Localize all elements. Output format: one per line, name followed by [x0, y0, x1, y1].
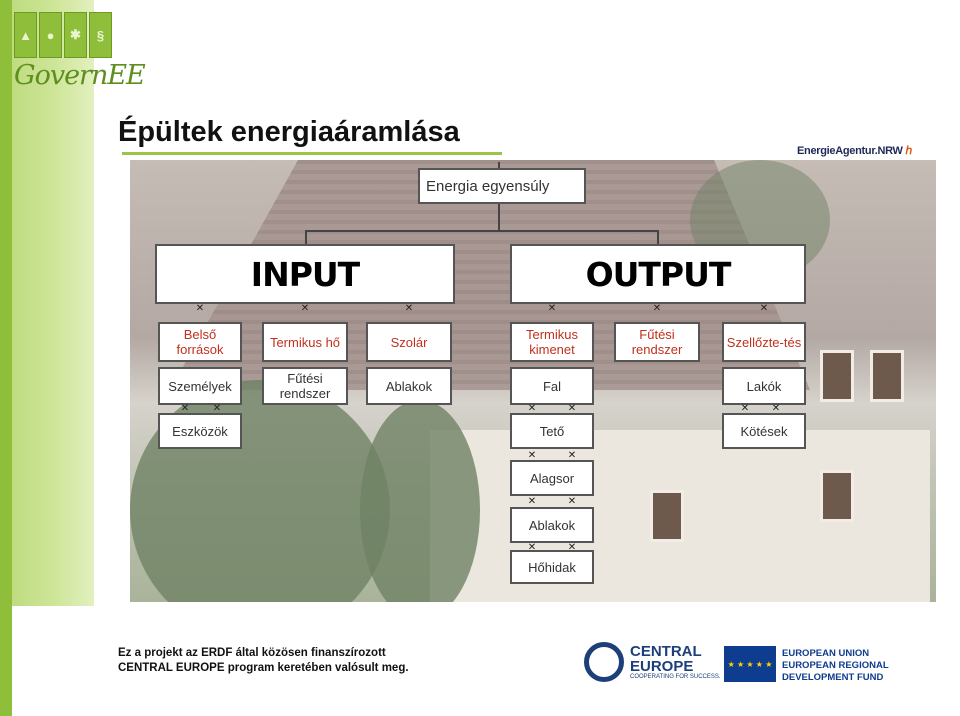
- box-szemelyek: Személyek: [158, 367, 242, 405]
- window-shape: [870, 350, 904, 402]
- sidebar-band: [0, 0, 94, 716]
- hinge-mark: ✕: [740, 403, 750, 414]
- box-teto: Tető: [510, 413, 594, 449]
- box-belso-forrasok: Belső források: [158, 322, 242, 362]
- box-label: Szolár: [390, 334, 428, 350]
- box-ablakok-input: Ablakok: [366, 367, 452, 405]
- hinge-mark: ✕: [567, 542, 577, 553]
- central-europe-logo: CENTRAL EUROPE COOPERATING FOR SUCCESS.: [584, 642, 721, 682]
- funding-line-2: CENTRAL EUROPE program keretében valósul…: [118, 662, 409, 674]
- hinge-mark: ✕: [212, 403, 222, 414]
- box-label: Kötések: [740, 423, 788, 439]
- hinge-mark: ✕: [195, 303, 205, 314]
- eu-line-1: EUROPEAN UNION: [782, 648, 870, 659]
- box-label: Szellőzte-tés: [726, 334, 802, 350]
- footer-area: [0, 606, 960, 716]
- hinge-mark: ✕: [404, 303, 414, 314]
- box-szolar: Szolár: [366, 322, 452, 362]
- connector-line: [498, 204, 500, 230]
- page-title: Épültek energiaáramlása: [118, 116, 460, 148]
- box-label: Eszközök: [172, 423, 228, 439]
- footer-stripe: [0, 606, 12, 716]
- ce-word-europe: EUROPE: [630, 658, 694, 675]
- box-fal: Fal: [510, 367, 594, 405]
- hinge-mark: ✕: [300, 303, 310, 314]
- connector-line: [305, 230, 307, 246]
- box-label: Fűtési rendszer: [631, 327, 683, 357]
- hinge-mark: ✕: [180, 403, 190, 414]
- hinge-mark: ✕: [527, 542, 537, 553]
- box-hohidak: Hőhidak: [510, 550, 594, 584]
- funding-note: Ez a projekt az ERDF által közösen finan…: [118, 646, 409, 676]
- eu-line-2: EUROPEAN REGIONAL: [782, 660, 889, 671]
- ce-word-central: CENTRAL: [630, 643, 702, 660]
- box-ablakok-output: Ablakok: [510, 507, 594, 543]
- hinge-mark: ✕: [527, 450, 537, 461]
- hinge-mark: ✕: [527, 496, 537, 507]
- title-underline: [122, 152, 502, 155]
- output-box: OUTPUT: [510, 244, 806, 304]
- box-label: Személyek: [168, 378, 232, 394]
- box-eszkozok: Eszközök: [158, 413, 242, 449]
- input-label: INPUT: [250, 254, 360, 294]
- energy-balance-label: Energia egyensúly: [426, 177, 550, 195]
- box-lakok: Lakók: [722, 367, 806, 405]
- box-label: Tető: [539, 423, 565, 439]
- eu-line-3: DEVELOPMENT FUND: [782, 672, 884, 683]
- hinge-mark: ✕: [771, 403, 781, 414]
- funding-line-1: Ez a projekt az ERDF által közösen finan…: [118, 647, 386, 659]
- central-europe-icon: [584, 642, 624, 682]
- window-shape: [650, 490, 684, 542]
- law-icon: §: [89, 12, 112, 58]
- box-alagsor: Alagsor: [510, 460, 594, 496]
- box-label: Alagsor: [529, 470, 575, 486]
- box-label: Hőhidak: [528, 559, 576, 575]
- box-futesi-rendszer-input: Fűtési rendszer: [262, 367, 348, 405]
- connector-line: [657, 230, 659, 246]
- box-label: Fűtési rendszer: [279, 371, 331, 401]
- box-kotesek: Kötések: [722, 413, 806, 449]
- connector-line: [498, 162, 500, 172]
- hinge-mark: ✕: [759, 303, 769, 314]
- energy-balance-box: Energia egyensúly: [418, 168, 586, 204]
- tree-shape: [360, 400, 480, 602]
- logo-text: GovernEE: [14, 60, 146, 91]
- window-shape: [820, 470, 854, 522]
- window-shape: [820, 350, 854, 402]
- hinge-mark: ✕: [527, 403, 537, 414]
- sun-icon: ✱: [64, 12, 87, 58]
- nrw-mark-icon: ℎ: [905, 145, 913, 157]
- box-szellozetes: Szellőzte-tés: [722, 322, 806, 362]
- hinge-mark: ✕: [567, 496, 577, 507]
- output-label: OUTPUT: [585, 254, 732, 294]
- energieagentur-logo: EnergieAgentur.NRW ℎ: [797, 144, 912, 157]
- eu-fund-text: EUROPEAN UNION EUROPEAN REGIONAL DEVELOP…: [782, 648, 889, 684]
- input-box: INPUT: [155, 244, 455, 304]
- box-label: Ablakok: [385, 378, 433, 394]
- hinge-mark: ✕: [567, 450, 577, 461]
- connector-line: [305, 230, 659, 232]
- box-label: Fal: [542, 378, 562, 394]
- box-label: Lakók: [746, 378, 782, 394]
- governee-logo: ▲ ● ✱ § GovernEE: [14, 12, 146, 102]
- energieagentur-text: EnergieAgentur.NRW: [797, 145, 903, 157]
- box-futesi-rendszer-output: Fűtési rendszer: [614, 322, 700, 362]
- sidebar-stripe: [0, 0, 12, 716]
- eu-flag-icon: ★ ★ ★ ★ ★: [724, 646, 776, 682]
- hinge-mark: ✕: [567, 403, 577, 414]
- box-termikus-kimenet: Termikus kimenet: [510, 322, 594, 362]
- building-icon: ▲: [14, 12, 37, 58]
- box-label: Termikus kimenet: [525, 327, 578, 357]
- box-termikus-ho: Termikus hő: [262, 322, 348, 362]
- hinge-mark: ✕: [547, 303, 557, 314]
- ce-tagline: COOPERATING FOR SUCCESS.: [630, 674, 721, 680]
- leaf-icon: ●: [39, 12, 62, 58]
- box-label: Ablakok: [528, 517, 576, 533]
- hinge-mark: ✕: [652, 303, 662, 314]
- box-label: Belső források: [176, 327, 224, 357]
- box-label: Termikus hő: [269, 334, 341, 350]
